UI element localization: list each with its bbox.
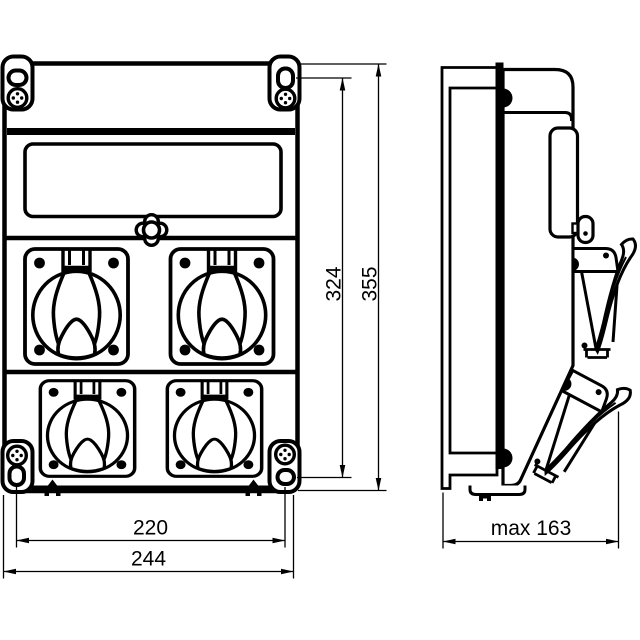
din-window: [23, 142, 283, 219]
latch-side-knob: [571, 214, 595, 245]
screw-knockout: [274, 443, 297, 466]
mounting-lug-bottom-left: [0, 439, 35, 494]
hinge-top-icon: [503, 88, 513, 108]
screw-knockout: [274, 87, 297, 110]
mounting-slot: [7, 464, 26, 487]
dim-label-height-inner: 324: [323, 266, 346, 301]
mounting-slot: [275, 468, 296, 486]
socket-outlet-lower-right: [167, 381, 261, 477]
front-view: [0, 54, 302, 496]
mounting-lug-top-right: [267, 54, 302, 112]
dimension-annotations: [2, 63, 620, 579]
socket-outlet-upper-right: [171, 249, 274, 364]
side-view: [440, 62, 637, 501]
lid-step-line: [503, 111, 573, 121]
mounting-lug-bottom-right: [267, 439, 302, 494]
hinge-bottom-icon: [503, 448, 513, 468]
dim-label-width-inner: 220: [133, 517, 168, 540]
screw-knockout: [6, 86, 29, 109]
dim-label-height-outer: 355: [359, 266, 382, 301]
mounting-slot: [6, 68, 29, 87]
dim-label-depth-max: max 163: [491, 517, 572, 540]
screw-knockout: [5, 444, 29, 467]
bottom-gland-plug: [479, 494, 491, 501]
drain-plug-left: [44, 479, 61, 496]
mounting-lug-top-left: [0, 54, 35, 112]
window-bump-profile: [548, 126, 580, 239]
bottom-gland: [468, 485, 527, 496]
mounting-slot: [276, 66, 295, 90]
socket-outlet-lower-left: [40, 381, 134, 477]
door-latch-icon: [134, 212, 169, 247]
dim-label-width-outer: 244: [131, 548, 166, 571]
socket-outlet-upper-left: [25, 249, 128, 364]
drain-plug-right: [245, 479, 262, 496]
